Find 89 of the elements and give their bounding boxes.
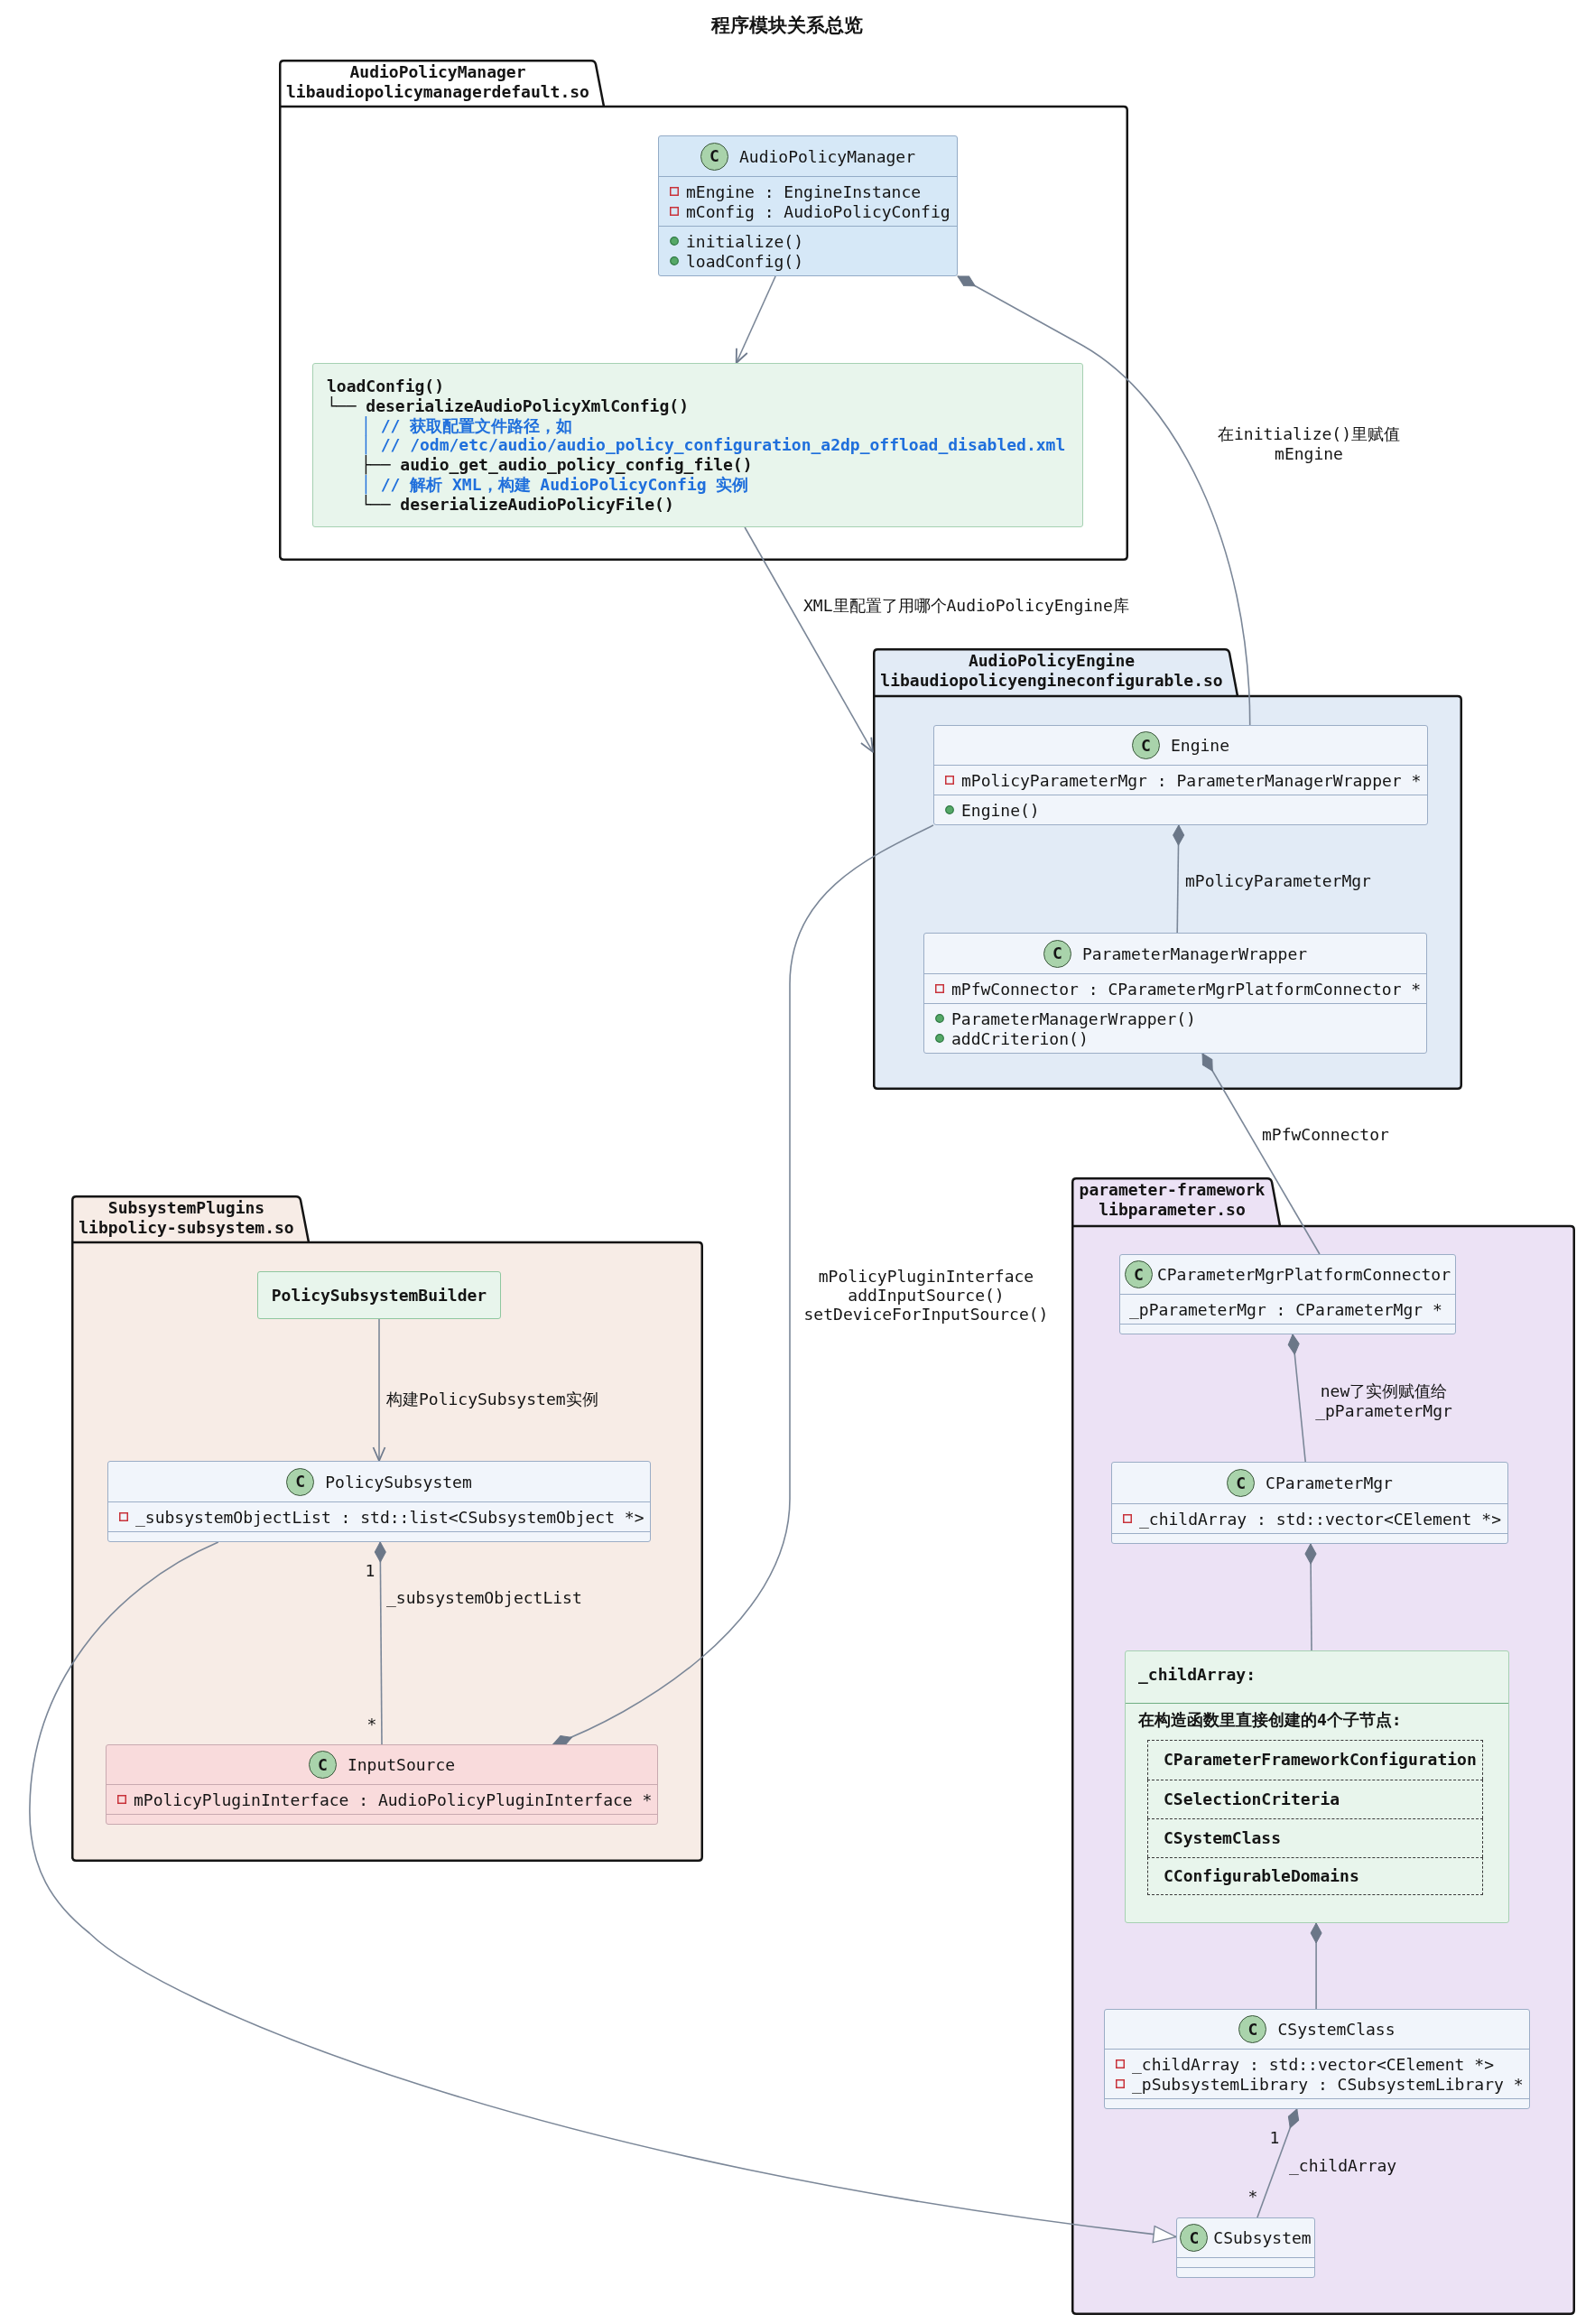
class-box <box>923 933 1427 1054</box>
class-badge: C <box>1124 1260 1153 1288</box>
code-line: └── deserializeAudioPolicyFile() <box>361 494 674 515</box>
class-name: CParameterMgr <box>1266 1473 1393 1492</box>
class-badge: C <box>1180 2224 1209 2252</box>
code-line: └── deserializeAudioPolicyXmlConfig() <box>327 395 689 416</box>
field-text: _childArray : std::vector<CElement *> <box>1132 2054 1494 2074</box>
class-box <box>106 1744 658 1825</box>
note-box <box>1125 1650 1509 1923</box>
class-badge: C <box>1132 731 1160 759</box>
package-name: AudioPolicyEngine <box>968 651 1136 671</box>
field-text: _pSubsystemLibrary : CSubsystemLibrary * <box>1132 2074 1524 2094</box>
class-badge: C <box>1043 939 1071 968</box>
edge-label: mPolicyParameterMgr <box>1185 871 1371 891</box>
composition-line <box>1257 2108 1300 2218</box>
package-folder <box>1071 1177 1575 2315</box>
list-row: CSystemClass <box>1147 1818 1483 1857</box>
library-file-name: libaudiopolicymanagerdefault.so <box>286 82 589 102</box>
method-text: addCriterion() <box>951 1028 1089 1048</box>
class-name: CParameterMgrPlatformConnector <box>1156 1265 1451 1284</box>
package-folder <box>71 1195 703 1862</box>
method-text: ParameterManagerWrapper() <box>951 1009 1196 1028</box>
field-text: _childArray : std::vector<CElement *> <box>1139 1509 1501 1529</box>
class-name: CSystemClass <box>1277 2020 1396 2039</box>
package-name: AudioPolicyManager <box>349 62 526 82</box>
package-name: parameter-framework <box>1079 1180 1266 1200</box>
note-text: 在构造函数里直接创建的4个子节点: <box>1138 1710 1402 1730</box>
class-name: ParameterManagerWrapper <box>1081 944 1308 963</box>
field-text: mPolicyPluginInterface : AudioPolicyPluginInterface * <box>134 1789 653 1809</box>
package-folder <box>279 60 1128 561</box>
inheritance-arrow <box>29 1541 1177 2243</box>
composition-line <box>374 1541 386 1745</box>
composition-line <box>957 275 1251 726</box>
arrow <box>735 275 776 364</box>
package-folder <box>873 648 1462 1090</box>
field-text: mPfwConnector : CParameterMgrPlatformConnector * <box>951 979 1422 999</box>
class-box <box>1104 2009 1530 2109</box>
class-box <box>1176 2217 1315 2278</box>
class-name: PolicySubsystem <box>325 1472 472 1492</box>
library-file-name: libparameter.so <box>1099 1200 1246 1220</box>
method-text: Engine() <box>961 800 1040 820</box>
class-badge: C <box>1227 1469 1256 1497</box>
class-badge: C <box>1238 2015 1267 2043</box>
composition-line <box>1304 1543 1317 1651</box>
note-title: _childArray: <box>1138 1665 1257 1685</box>
class-name: AudioPolicyManager <box>738 146 916 166</box>
list-row: CSelectionCriteria <box>1147 1780 1483 1818</box>
comment-line: │ // /odm/etc/audio/audio_policy_configuration_a2dp_offload_disabled.xml <box>361 435 1066 455</box>
composition-line <box>1201 1053 1321 1255</box>
edge-label: _subsystemObjectList <box>386 1588 582 1608</box>
class-box <box>658 135 958 276</box>
note-box <box>312 363 1083 527</box>
edge-label: _childArray <box>1289 2156 1397 2176</box>
code-line: ├── audio_get_audio_policy_config_file() <box>361 455 753 475</box>
field-text: mConfig : AudioPolicyConfig <box>686 201 951 221</box>
class-box <box>107 1461 651 1542</box>
field-text: mPolicyParameterMgr : ParameterManagerWrapper * <box>961 770 1422 790</box>
comment-line: │ // 获取配置文件路径，如 <box>361 415 573 436</box>
composition-line <box>1173 824 1185 934</box>
diagram-title: 程序模块关系总览 <box>711 14 863 38</box>
package-name: SubsystemPlugins <box>107 1198 265 1218</box>
class-badge: C <box>308 1751 337 1779</box>
library-file-name: libaudiopolicyengineconfigurable.so <box>880 671 1223 691</box>
class-badge: C <box>286 1467 315 1496</box>
class-box <box>1119 1254 1456 1334</box>
list-row: CConfigurableDomains <box>1147 1857 1483 1895</box>
composition-line <box>1310 1922 1322 2010</box>
edge-label: XML里配置了用哪个AudioPolicyEngine库 <box>803 596 1129 616</box>
method-text: loadConfig() <box>686 251 804 271</box>
class-box <box>933 725 1428 825</box>
class-name: CSubsystem <box>1213 2228 1312 2247</box>
field-text: mEngine : EngineInstance <box>686 181 922 201</box>
edge-label: 构建PolicySubsystem实例 <box>386 1390 598 1409</box>
field-text: _subsystemObjectList : std::list<CSubsystemObject *> <box>135 1507 644 1527</box>
arrow <box>372 1318 386 1462</box>
comment-line: │ // 解析 XML，构建 AudioPolicyConfig 实例 <box>361 475 749 495</box>
class-badge: C <box>700 142 728 171</box>
component-box: PolicySubsystemBuilder <box>257 1271 501 1319</box>
list-row: CParameterFrameworkConfiguration <box>1147 1740 1483 1780</box>
method-text: initialize() <box>686 231 804 251</box>
class-box <box>1111 1462 1508 1544</box>
field-text: _pParameterMgr : CParameterMgr * <box>1129 1299 1442 1319</box>
code-line: loadConfig() <box>327 376 445 396</box>
library-file-name: libpolicy-subsystem.so <box>79 1218 294 1238</box>
arrow <box>744 526 874 753</box>
class-name: InputSource <box>347 1755 456 1774</box>
composition-line <box>1287 1334 1306 1463</box>
class-name: Engine <box>1171 736 1229 755</box>
composition-line <box>552 824 934 1746</box>
